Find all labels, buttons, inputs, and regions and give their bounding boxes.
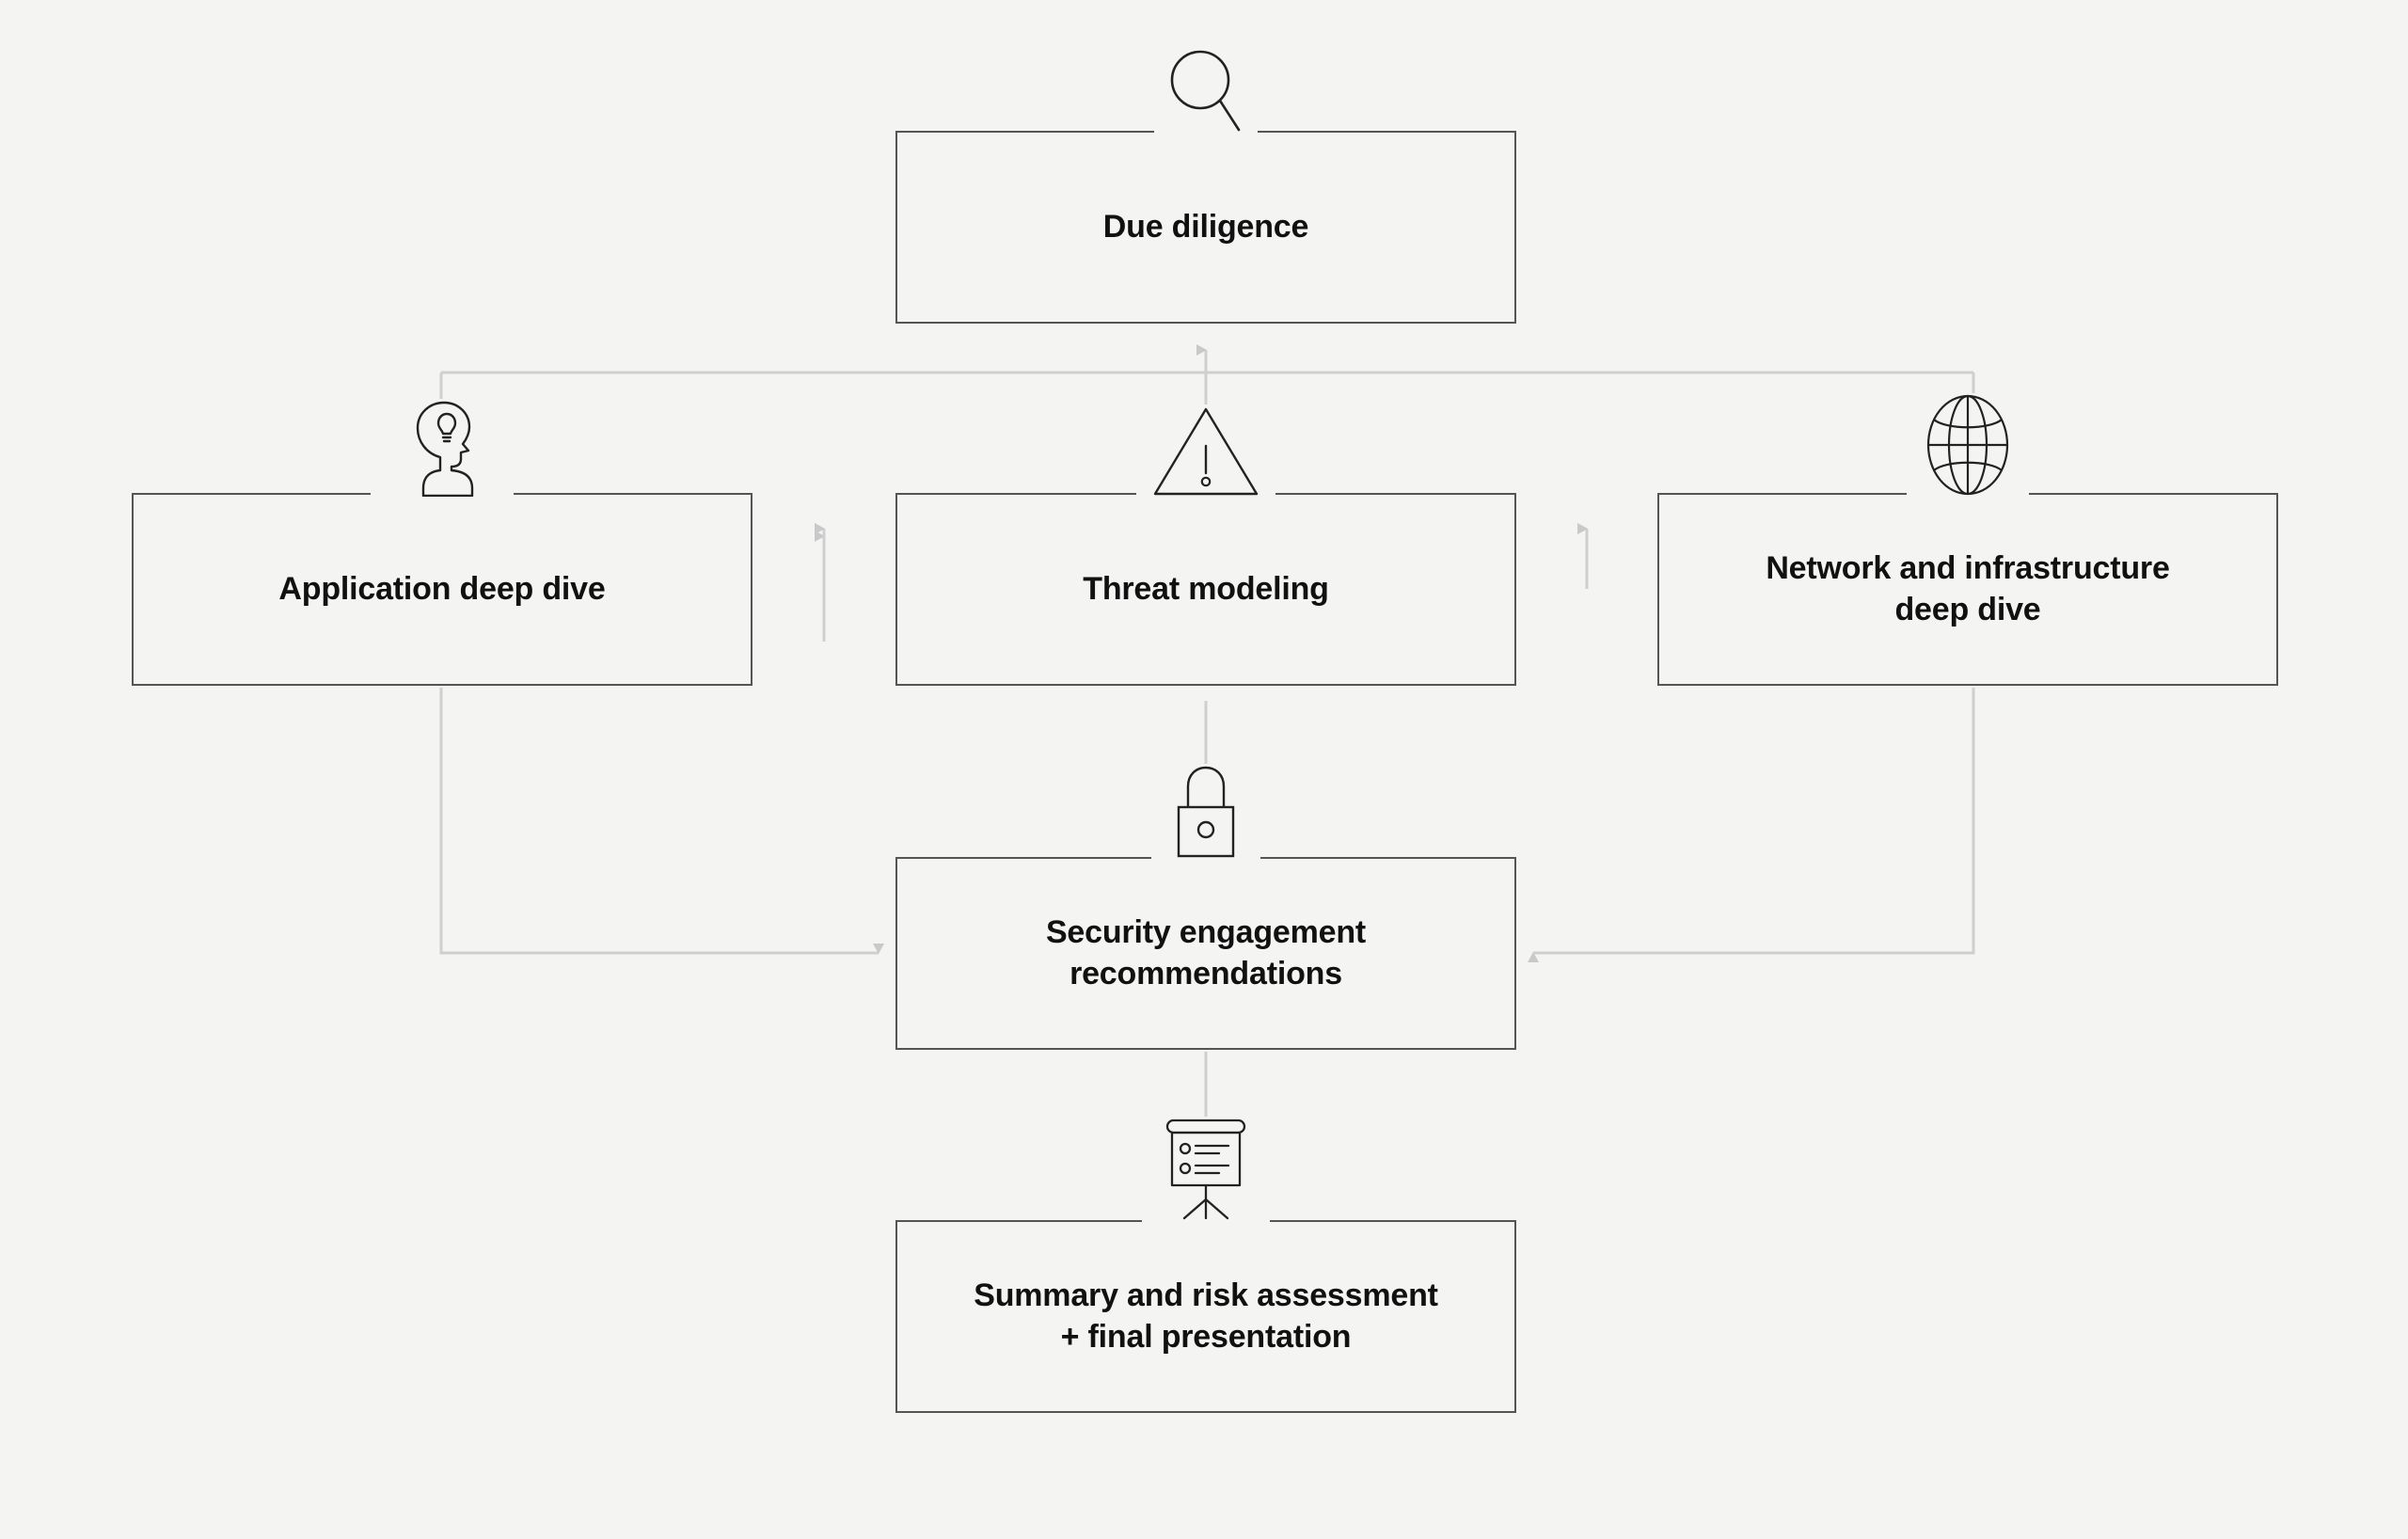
node-threat-modeling[interactable]: Threat modeling <box>895 493 1516 686</box>
node-label-summary-risk-assessment: Summary and risk assessment + final pres… <box>974 1277 1438 1355</box>
node-label-due-diligence: Due diligence <box>1102 208 1309 245</box>
node-label-application-deep-dive: Application deep dive <box>278 570 606 607</box>
node-application-deep-dive[interactable]: Application deep dive <box>132 493 752 686</box>
node-label-threat-modeling: Threat modeling <box>1083 570 1329 607</box>
node-label-security-engagement-recommendations: Security engagement recommendations <box>1045 913 1367 992</box>
node-security-engagement-recommendations[interactable]: Security engagement recommendations <box>895 857 1516 1050</box>
node-due-diligence[interactable]: Due diligence <box>895 131 1516 324</box>
node-network-infrastructure-deep-dive[interactable]: Network and infrastructure deep dive <box>1657 493 2278 686</box>
connector-network-to-recommendations <box>1528 688 1975 962</box>
node-summary-risk-assessment[interactable]: Summary and risk assessment + final pres… <box>895 1220 1516 1413</box>
node-label-network-infrastructure-deep-dive: Network and infrastructure deep dive <box>1766 549 2170 627</box>
connector-application-to-recommendations <box>439 688 884 955</box>
